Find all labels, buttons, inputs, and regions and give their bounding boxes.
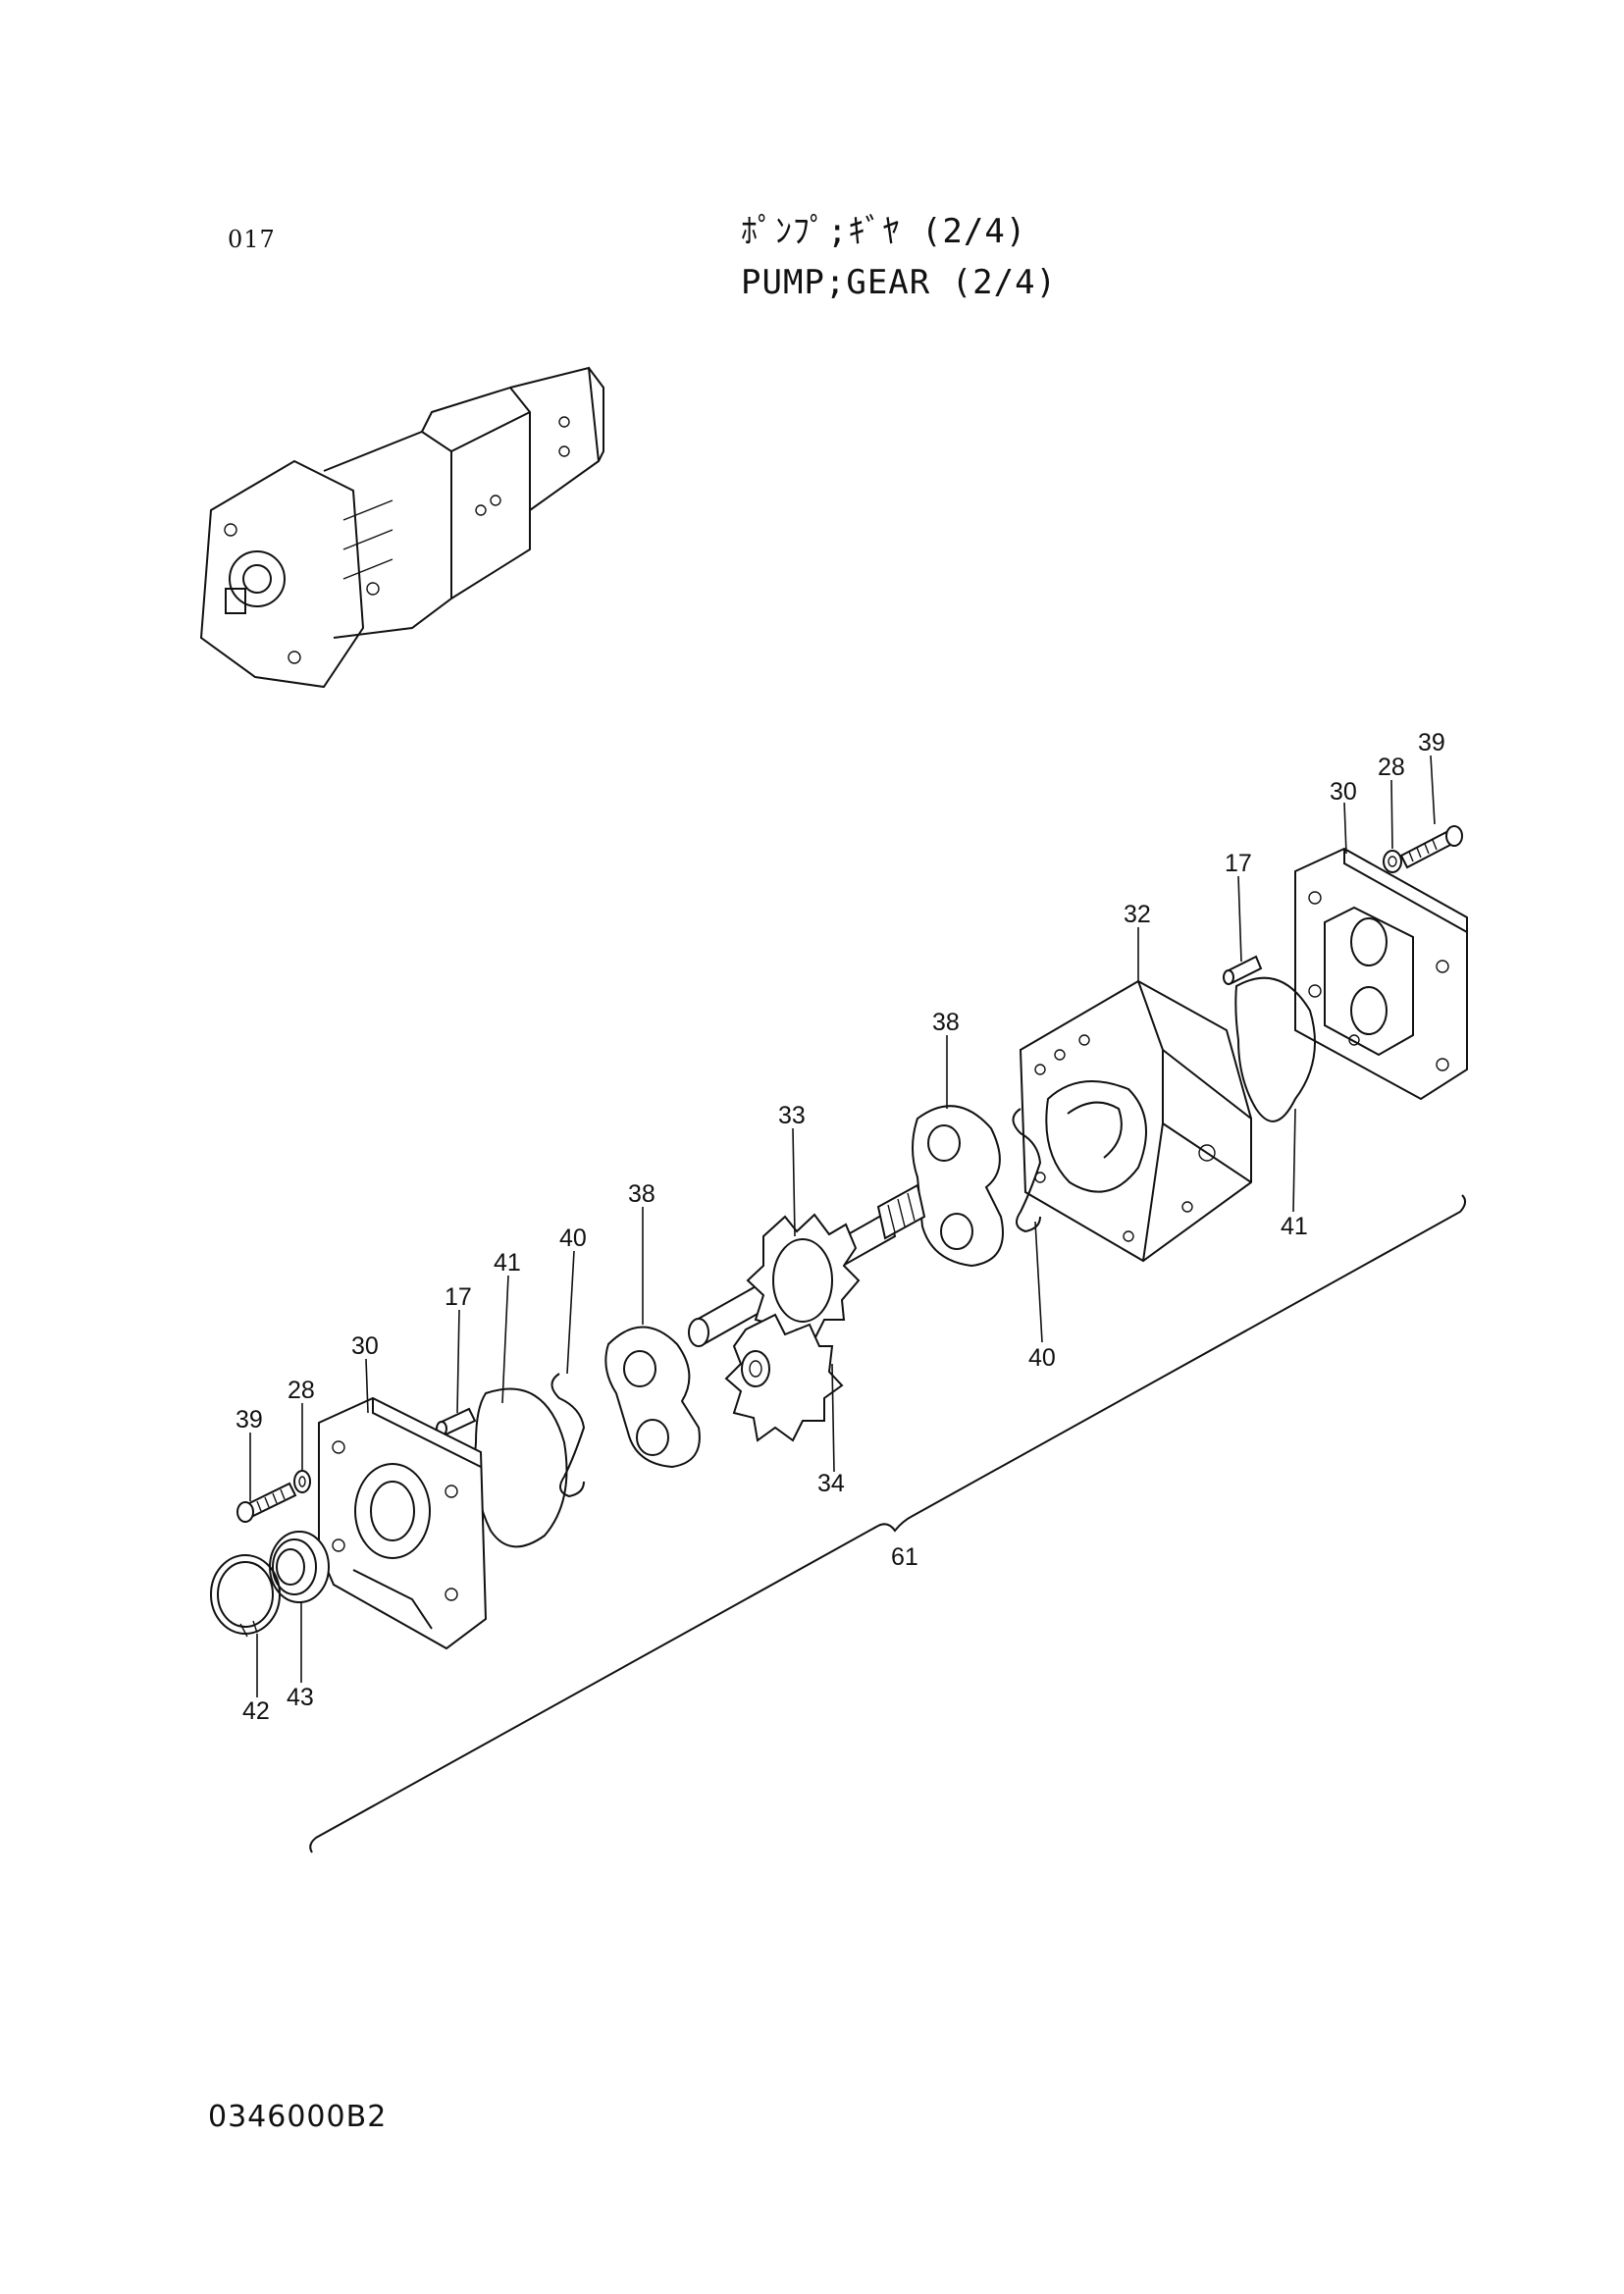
part-17-pin-right: [1223, 955, 1263, 985]
callout-43: 43: [287, 1684, 314, 1711]
part-39-bolt-right: [1399, 825, 1463, 869]
part-41-seal-ring-left: [474, 1387, 568, 1548]
callout-41-right: 41: [1281, 1213, 1308, 1240]
title-english: PUMP;GEAR (2/4): [741, 263, 1058, 302]
assembly-bracket-61: [309, 1194, 1466, 1853]
part-38-wear-plate-right: [912, 1105, 1004, 1268]
document-code: 0346000B2: [208, 2100, 388, 2134]
part-39-bolt-left: [236, 1482, 297, 1523]
part-43-oil-seal: [269, 1531, 330, 1603]
callout-28-left: 28: [288, 1377, 315, 1404]
callout-33: 33: [778, 1102, 806, 1129]
title-japanese: ﾎﾟﾝﾌﾟ;ｷﾞﾔ (2/4): [741, 212, 1027, 251]
callout-40-right: 40: [1028, 1344, 1056, 1372]
part-40-seal-right: [1012, 1108, 1042, 1233]
part-41-seal-ring-right: [1234, 976, 1316, 1122]
callout-61: 61: [891, 1543, 918, 1571]
callout-34: 34: [817, 1470, 845, 1497]
part-28-washer-left: [293, 1470, 311, 1493]
callout-17-left: 17: [445, 1283, 472, 1311]
callout-41-left: 41: [494, 1249, 521, 1277]
callout-42: 42: [242, 1697, 270, 1725]
callout-28-right: 28: [1378, 754, 1405, 781]
part-33-drive-gear-shaft: [688, 1183, 926, 1347]
part-30-cover-left: [318, 1396, 488, 1650]
part-38-wear-plate-left: [604, 1326, 701, 1469]
part-34-driven-gear: [724, 1313, 844, 1442]
callout-39-left: 39: [236, 1406, 263, 1434]
callout-32: 32: [1124, 901, 1151, 928]
part-17-pin-left: [436, 1407, 477, 1436]
callout-38-right: 38: [932, 1009, 960, 1036]
part-30-cover-right: [1294, 847, 1468, 1101]
part-28-washer-right: [1383, 850, 1402, 873]
callout-30-left: 30: [351, 1332, 379, 1360]
page-number: 017: [228, 226, 276, 253]
part-32-gear-housing: [1019, 979, 1252, 1263]
callout-39-right: 39: [1418, 729, 1445, 756]
part-40-seal-left: [550, 1373, 586, 1498]
callout-40-left: 40: [559, 1225, 587, 1252]
pump-assembly-overview: [199, 366, 604, 689]
callout-30-right: 30: [1330, 778, 1357, 806]
callout-17-right: 17: [1225, 850, 1252, 877]
callout-38-left: 38: [628, 1180, 655, 1208]
part-42-snap-ring: [210, 1554, 281, 1638]
leader-lines: [249, 755, 1436, 1697]
